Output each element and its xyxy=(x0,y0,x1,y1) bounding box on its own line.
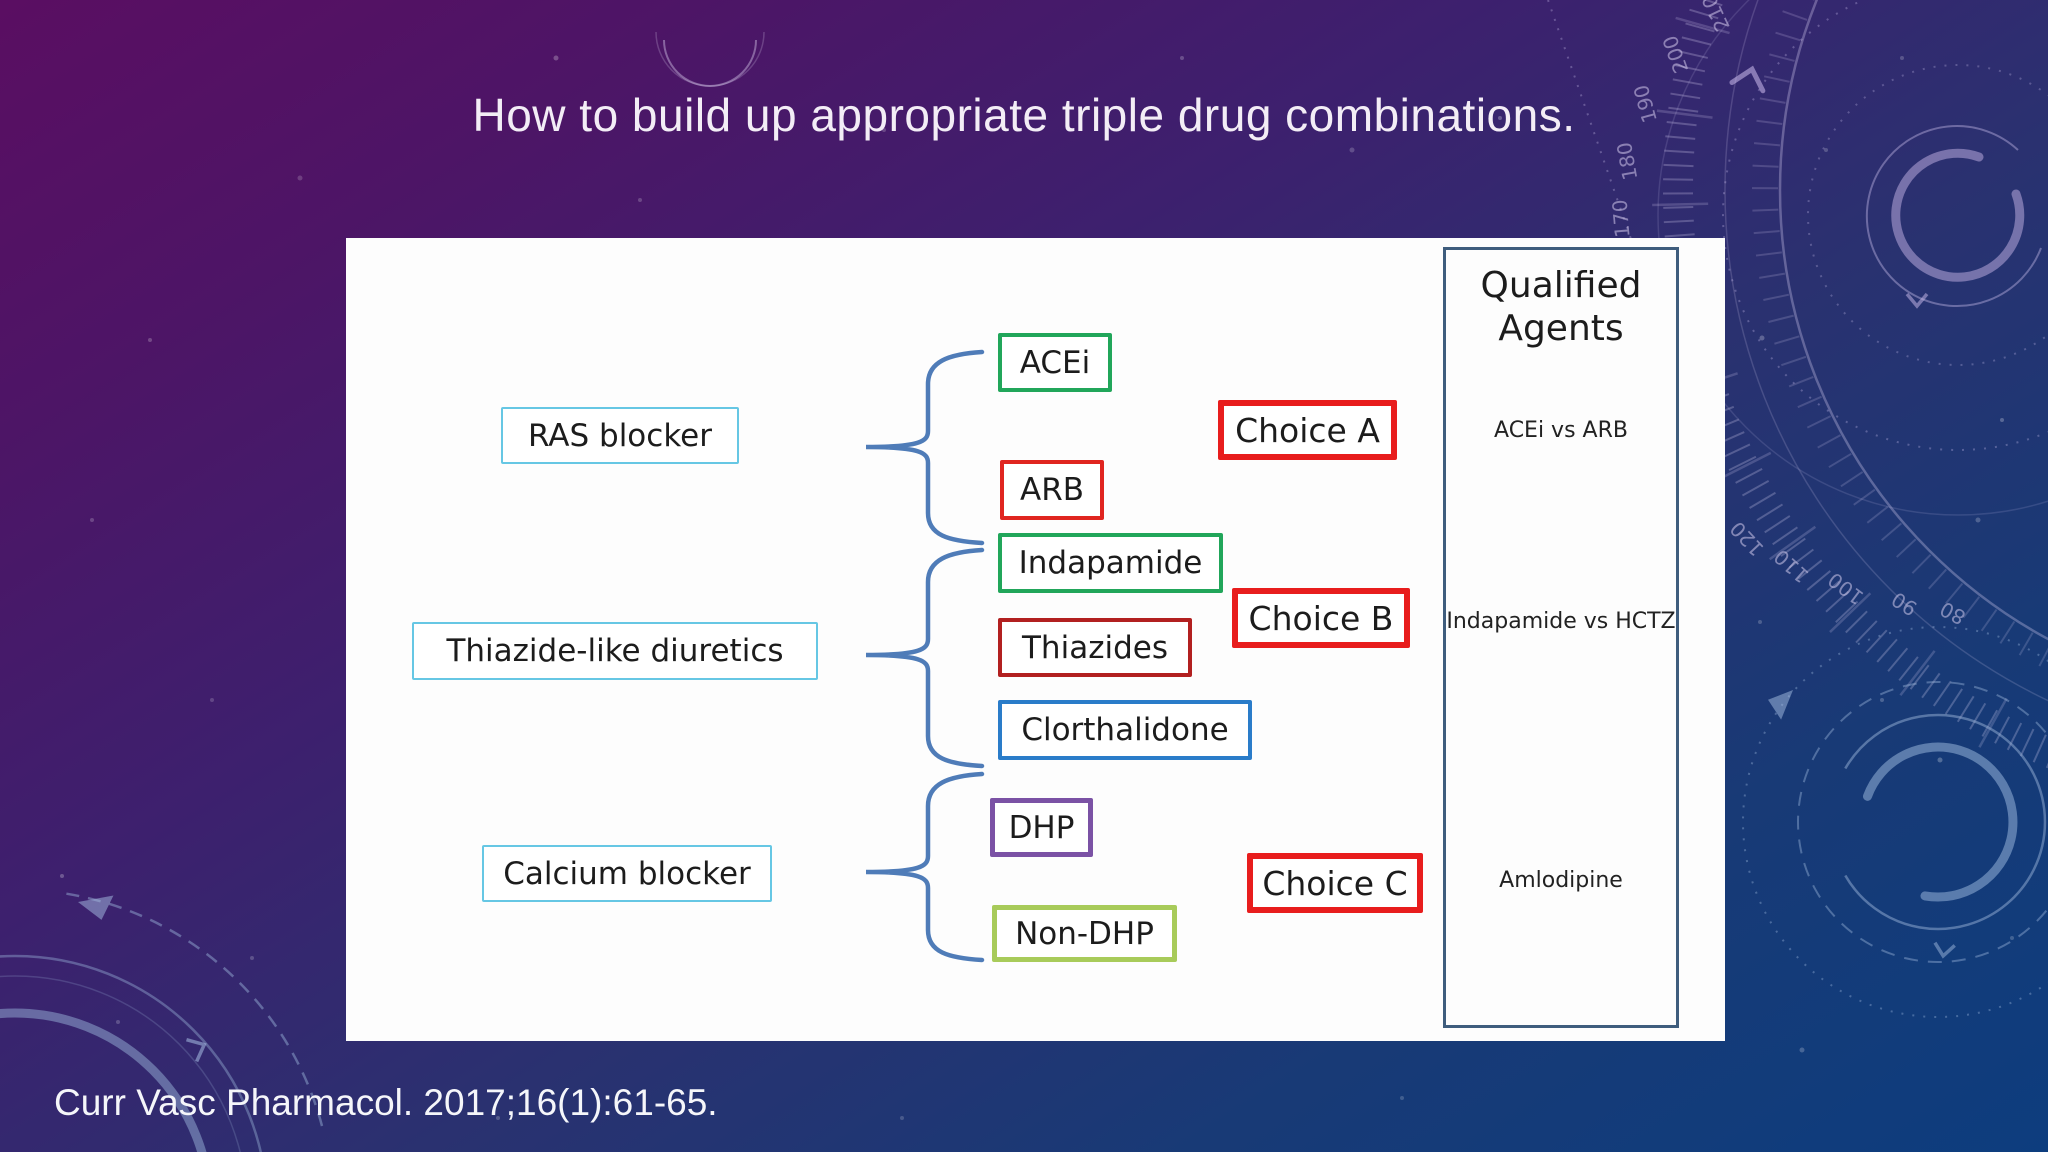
box-dhp: DHP xyxy=(990,798,1093,857)
box-choice-b: Choice B xyxy=(1232,588,1410,648)
box-ras-blocker: RAS blocker xyxy=(501,407,739,464)
qualified-agents-column: Qualified Agents ACEi vs ARB Indapamide … xyxy=(1443,247,1679,1028)
box-choice-a: Choice A xyxy=(1218,400,1397,460)
brace-calcium xyxy=(865,771,985,963)
box-label: DHP xyxy=(1008,809,1075,846)
box-label: Calcium blocker xyxy=(503,855,751,892)
svg-text:170: 170 xyxy=(1607,199,1634,239)
box-label: RAS blocker xyxy=(528,417,712,454)
box-label: Indapamide xyxy=(1018,545,1203,581)
top-arc-decoration xyxy=(655,31,765,87)
box-indapamide: Indapamide xyxy=(998,533,1223,593)
svg-text:90: 90 xyxy=(1887,587,1921,621)
svg-text:120: 120 xyxy=(1725,517,1769,561)
box-label: ARB xyxy=(1019,472,1084,508)
curly-braces xyxy=(865,349,985,963)
qualified-agent-row: Indapamide vs HCTZ xyxy=(1446,609,1676,634)
qualified-agents-title: Qualified Agents xyxy=(1480,265,1642,350)
diagram-panel: RAS blocker Thiazide-like diuretics Calc… xyxy=(346,238,1725,1041)
box-label: Thiazides xyxy=(1022,629,1168,666)
chevron-right-icon xyxy=(186,1037,207,1063)
arrow-left-icon xyxy=(78,895,114,920)
qualified-agent-row: ACEi vs ARB xyxy=(1494,418,1628,443)
box-non-dhp: Non-DHP xyxy=(992,905,1177,962)
box-label: ACEi xyxy=(1019,344,1091,381)
svg-text:210: 210 xyxy=(1697,0,1735,35)
slide-title: How to build up appropriate triple drug … xyxy=(472,89,1576,141)
svg-text:110: 110 xyxy=(1769,545,1813,588)
box-choice-c: Choice C xyxy=(1247,853,1423,913)
svg-text:100: 100 xyxy=(1823,568,1868,610)
box-label: Choice B xyxy=(1248,598,1394,638)
arrow-ne-icon xyxy=(1768,690,1793,720)
chevron-down-icon xyxy=(1933,941,1956,959)
box-clorthalidone: Clorthalidone xyxy=(998,700,1252,760)
bottom-right-rings-decoration xyxy=(1742,626,2048,1018)
box-acei: ACEi xyxy=(998,333,1112,392)
box-calcium-blocker: Calcium blocker xyxy=(482,845,772,902)
brace-ras xyxy=(865,349,985,546)
svg-text:80: 80 xyxy=(1936,597,1970,630)
citation: Curr Vasc Pharmacol. 2017;16(1):61-65. xyxy=(54,1082,718,1123)
box-arb: ARB xyxy=(1000,460,1104,520)
box-label: Clorthalidone xyxy=(1021,712,1229,748)
chevron-down-icon xyxy=(1905,292,1929,309)
box-label: Choice C xyxy=(1262,863,1408,903)
box-label: Thiazide-like diuretics xyxy=(446,633,784,669)
brace-thiazide xyxy=(865,547,985,769)
box-thiazides: Thiazides xyxy=(998,618,1192,677)
box-label: Choice A xyxy=(1235,410,1380,450)
box-label: Non-DHP xyxy=(1015,915,1154,952)
box-thiazide-like-diuretics: Thiazide-like diuretics xyxy=(412,622,818,680)
chevron-up-icon xyxy=(1729,65,1766,94)
svg-text:200: 200 xyxy=(1658,32,1694,76)
svg-text:180: 180 xyxy=(1612,140,1642,182)
qualified-agent-row: Amlodipine xyxy=(1499,868,1623,893)
